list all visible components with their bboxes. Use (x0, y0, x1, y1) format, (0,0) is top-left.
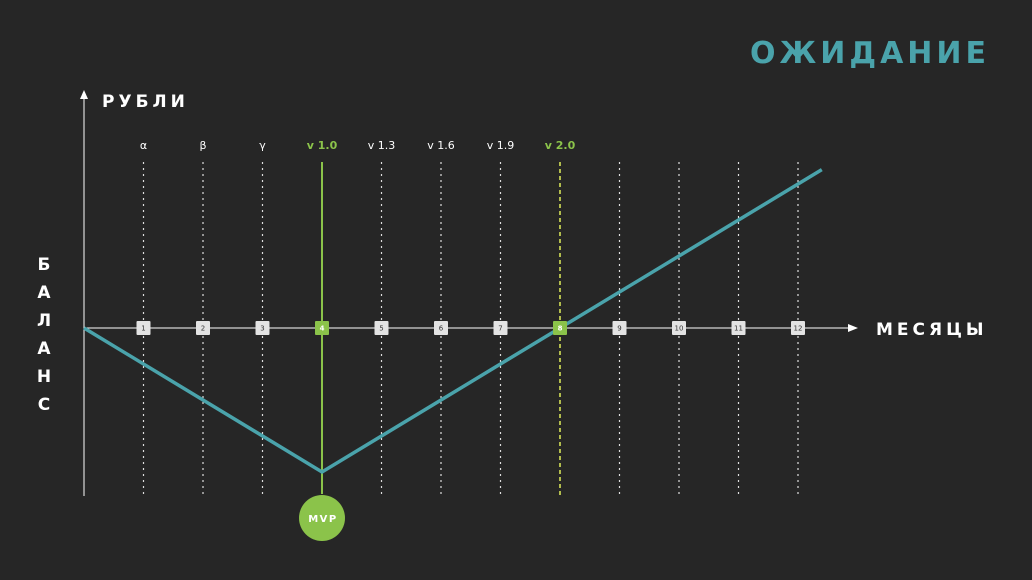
version-label-2: β (199, 139, 206, 152)
side-label-letter-4: А (37, 339, 54, 359)
month-label-12: 12 (794, 325, 803, 333)
x-axis-arrow (848, 324, 858, 332)
month-marker-8 (553, 321, 567, 335)
month-marker-9 (612, 321, 627, 335)
annotations: MVP (299, 495, 345, 541)
month-label-7: 7 (498, 325, 502, 333)
y-axis-label: РУБЛИ (102, 92, 189, 112)
version-label-3: γ (259, 139, 266, 152)
month-label-6: 6 (439, 325, 444, 333)
y-axis-arrow (80, 90, 88, 99)
version-label-5: v 1.3 (368, 139, 396, 152)
side-label-letter-3: Л (37, 311, 55, 331)
month-label-3: 3 (260, 325, 264, 333)
month-label-9: 9 (617, 325, 621, 333)
x-axis: МЕСЯЦЫ (84, 320, 987, 340)
version-label-8: v 2.0 (545, 139, 576, 152)
month-marker-5 (374, 321, 389, 335)
y-axis: РУБЛИ (80, 90, 189, 496)
month-marker-6 (434, 321, 448, 335)
version-label-7: v 1.9 (487, 139, 515, 152)
version-label-4: v 1.0 (307, 139, 338, 152)
month-label-8: 8 (558, 325, 563, 333)
month-label-11: 11 (734, 325, 743, 333)
month-marker-3 (255, 321, 270, 335)
month-label-10: 10 (675, 325, 684, 333)
month-marker-4 (315, 321, 329, 335)
side-label-letter-6: С (38, 395, 54, 415)
month-marker-11 (731, 321, 746, 335)
version-label-6: v 1.6 (427, 139, 455, 152)
grid-lines (142, 162, 799, 496)
version-label-1: α (140, 139, 147, 152)
version-labels: α β γ v 1.0 v 1.3 v 1.6 v 1.9 v 2.0 (140, 139, 576, 152)
side-label-letter-1: Б (38, 255, 55, 275)
balance-line-series-1 (83, 168, 823, 475)
month-marker-7 (493, 321, 508, 335)
month-label-2: 2 (201, 325, 205, 333)
side-label-letter-5: Н (37, 367, 55, 387)
mvp-label: MVP (308, 514, 338, 525)
month-label-5: 5 (379, 325, 383, 333)
slide-title: ОЖИДАНИЕ (750, 36, 990, 71)
mvp-marker (299, 495, 345, 541)
side-label-letter-2: А (37, 283, 54, 303)
month-marker-12 (791, 321, 805, 335)
month-marker-10 (672, 321, 686, 335)
month-label-4: 4 (320, 325, 325, 333)
x-axis-label: МЕСЯЦЫ (876, 320, 987, 340)
month-marker-2 (196, 321, 210, 335)
month-label-1: 1 (141, 325, 145, 333)
month-marker-1 (136, 321, 151, 335)
series (83, 168, 823, 475)
